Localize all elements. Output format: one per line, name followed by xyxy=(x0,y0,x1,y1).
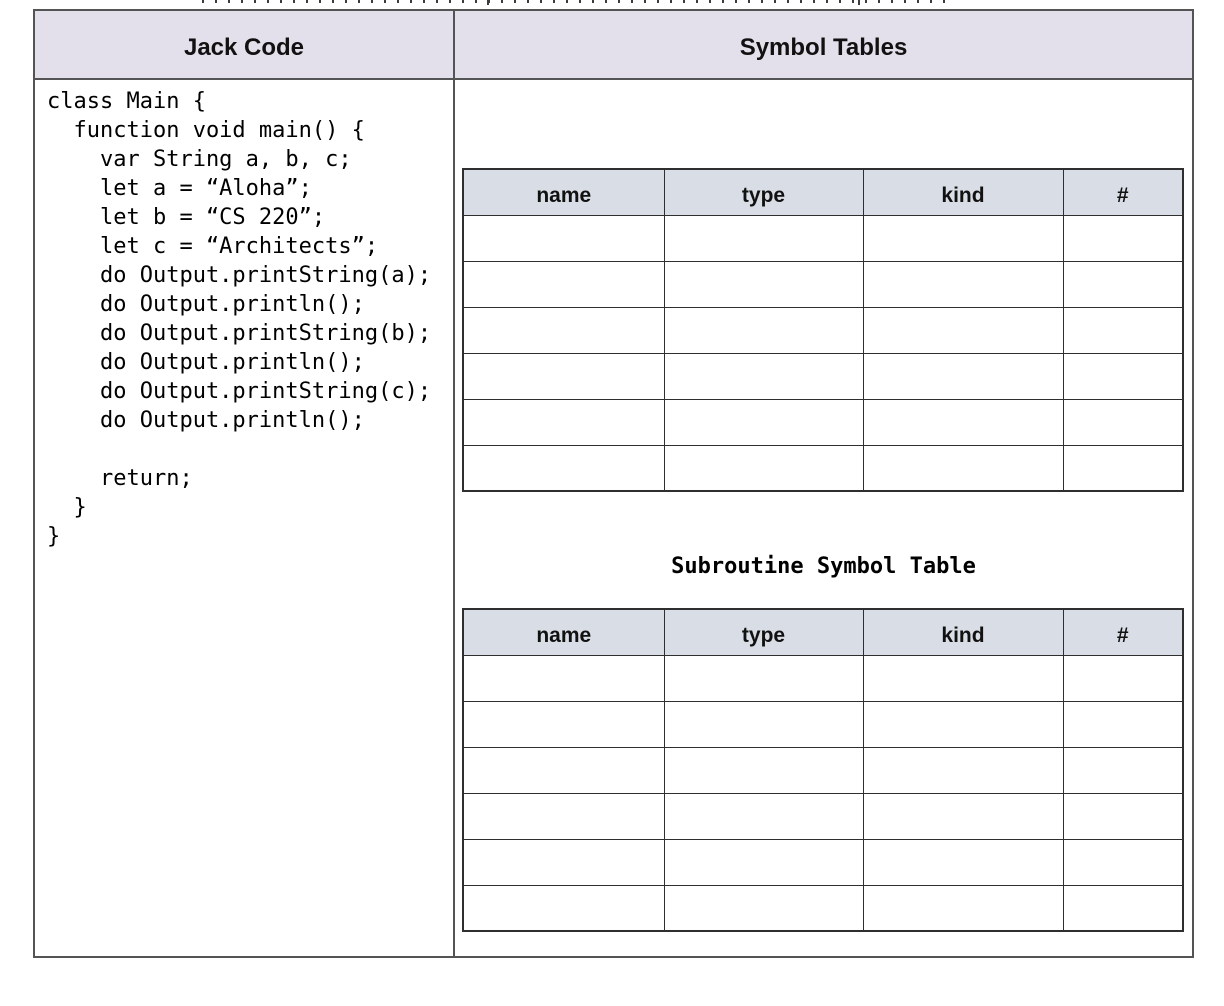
subroutine-table-body xyxy=(462,654,1184,932)
empty-cell xyxy=(862,838,1064,886)
empty-table-row xyxy=(462,444,1184,492)
subroutine-col-kind: kind xyxy=(862,608,1064,656)
empty-cell xyxy=(462,398,665,446)
subroutine-symbol-table-title: Subroutine Symbol Table xyxy=(671,554,976,579)
subroutine-col-type: type xyxy=(663,608,864,656)
empty-cell xyxy=(663,700,864,748)
empty-cell xyxy=(862,398,1064,446)
empty-cell xyxy=(663,746,864,794)
empty-cell xyxy=(1062,352,1184,400)
empty-cell xyxy=(1062,746,1184,794)
empty-table-row xyxy=(462,352,1184,400)
subroutine-symbol-table: name type kind # xyxy=(462,608,1184,932)
symbol-tables-content: Class Symbol Table name type kind # Subr… xyxy=(455,80,1192,956)
empty-table-row xyxy=(462,884,1184,932)
empty-cell xyxy=(1062,444,1184,492)
empty-cell xyxy=(663,214,864,262)
empty-table-row xyxy=(462,306,1184,354)
empty-cell xyxy=(462,654,665,702)
empty-cell xyxy=(1062,260,1184,308)
empty-cell xyxy=(462,746,665,794)
empty-cell xyxy=(663,260,864,308)
clipped-descender-mark xyxy=(858,0,860,5)
jack-code-panel: Jack Code class Main { function void mai… xyxy=(35,11,455,956)
empty-table-row xyxy=(462,398,1184,446)
empty-cell xyxy=(462,260,665,308)
clipped-text-remnant xyxy=(202,0,950,3)
empty-table-row xyxy=(462,654,1184,702)
empty-cell xyxy=(862,884,1064,932)
class-table-header-row: name type kind # xyxy=(462,168,1184,216)
empty-table-row xyxy=(462,792,1184,840)
empty-cell xyxy=(862,352,1064,400)
subroutine-table-header-row: name type kind # xyxy=(462,608,1184,656)
empty-cell xyxy=(1062,214,1184,262)
class-symbol-table: name type kind # xyxy=(462,168,1184,492)
empty-cell xyxy=(663,838,864,886)
empty-table-row xyxy=(462,838,1184,886)
empty-cell xyxy=(1062,306,1184,354)
empty-cell xyxy=(862,214,1064,262)
class-col-type: type xyxy=(663,168,864,216)
clipped-descender-mark xyxy=(487,0,489,5)
jack-code-listing: class Main { function void main() { var … xyxy=(47,89,432,549)
empty-cell xyxy=(862,746,1064,794)
worksheet-frame: Jack Code class Main { function void mai… xyxy=(33,9,1194,958)
empty-cell xyxy=(862,306,1064,354)
jack-code-header-label: Jack Code xyxy=(183,33,305,61)
empty-cell xyxy=(663,654,864,702)
empty-cell xyxy=(663,352,864,400)
empty-cell xyxy=(862,654,1064,702)
empty-cell xyxy=(1062,700,1184,748)
empty-table-row xyxy=(462,214,1184,262)
class-col-count: # xyxy=(1062,168,1184,216)
empty-cell xyxy=(462,700,665,748)
symbol-tables-header: Symbol Tables xyxy=(455,11,1192,80)
empty-cell xyxy=(462,214,665,262)
empty-cell xyxy=(1062,654,1184,702)
empty-cell xyxy=(462,792,665,840)
empty-cell xyxy=(862,444,1064,492)
empty-cell xyxy=(862,792,1064,840)
empty-cell xyxy=(862,260,1064,308)
jack-code-header: Jack Code xyxy=(35,11,453,80)
symbol-tables-panel: Symbol Tables Class Symbol Table name ty… xyxy=(455,11,1192,956)
empty-cell xyxy=(663,398,864,446)
empty-cell xyxy=(462,838,665,886)
empty-cell xyxy=(1062,398,1184,446)
empty-table-row xyxy=(462,700,1184,748)
symbol-tables-header-label: Symbol Tables xyxy=(739,33,908,61)
class-col-kind: kind xyxy=(862,168,1064,216)
empty-cell xyxy=(663,884,864,932)
empty-cell xyxy=(1062,792,1184,840)
empty-cell xyxy=(663,792,864,840)
empty-cell xyxy=(462,444,665,492)
empty-cell xyxy=(663,444,864,492)
empty-cell xyxy=(462,306,665,354)
empty-cell xyxy=(462,352,665,400)
empty-cell xyxy=(462,884,665,932)
empty-cell xyxy=(663,306,864,354)
subroutine-col-name: name xyxy=(462,608,665,656)
empty-cell xyxy=(1062,838,1184,886)
class-table-body xyxy=(462,214,1184,492)
empty-cell xyxy=(862,700,1064,748)
empty-cell xyxy=(1062,884,1184,932)
empty-table-row xyxy=(462,746,1184,794)
empty-table-row xyxy=(462,260,1184,308)
class-col-name: name xyxy=(462,168,665,216)
subroutine-col-count: # xyxy=(1062,608,1184,656)
